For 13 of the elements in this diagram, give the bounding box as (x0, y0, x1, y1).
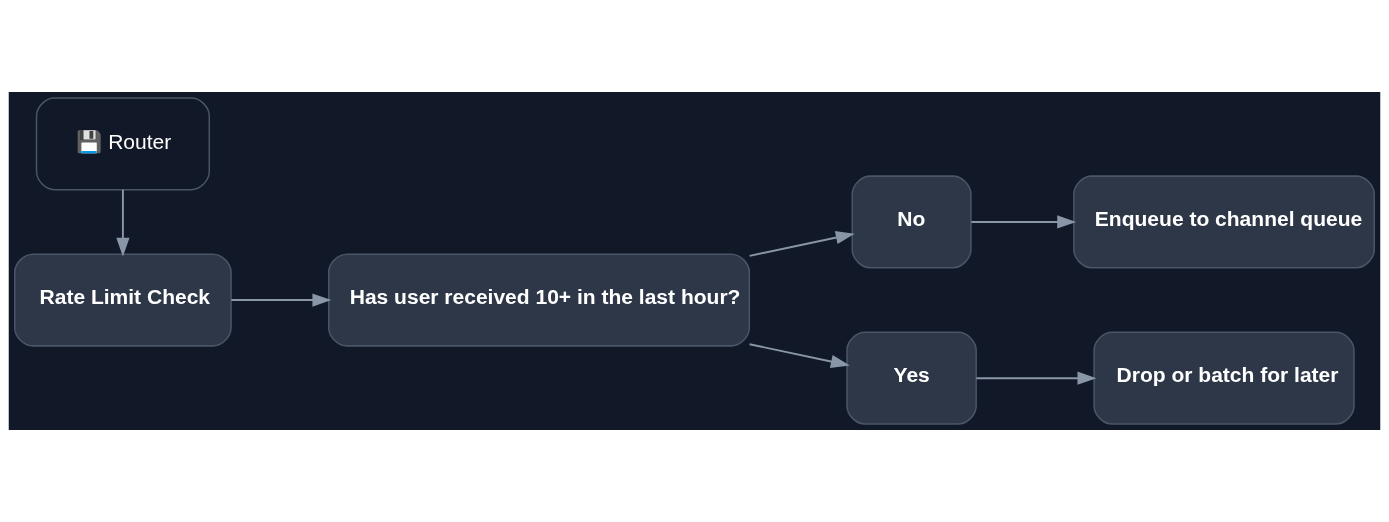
arrow (748, 343, 850, 368)
arrow (975, 371, 1097, 385)
node-box: Yes (846, 331, 977, 425)
node-box: Has user received 10+ in the last hour? (327, 253, 751, 347)
node-box: No (851, 175, 972, 269)
arrow (748, 231, 855, 257)
arrow (230, 293, 332, 307)
node-box: Rate Limit Check (14, 253, 232, 347)
arrow (970, 215, 1077, 229)
arrow (116, 188, 130, 257)
node-box: Enqueue to channel queue (1073, 175, 1375, 269)
node-box: 💾 Router (35, 97, 211, 191)
node-box: Drop or batch for later (1093, 331, 1355, 425)
